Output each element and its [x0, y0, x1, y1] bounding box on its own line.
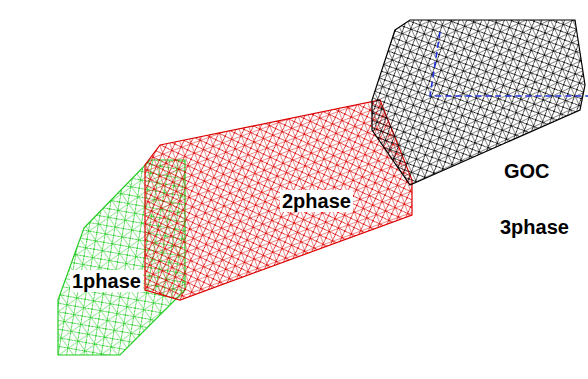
black-grid-block	[372, 20, 585, 185]
region-label: 3phase	[498, 216, 571, 238]
region-label: GOC	[502, 160, 552, 182]
dashed-contact-line	[430, 32, 588, 96]
region-label: 2phase	[280, 190, 353, 212]
region-label: 1phase	[70, 270, 143, 292]
